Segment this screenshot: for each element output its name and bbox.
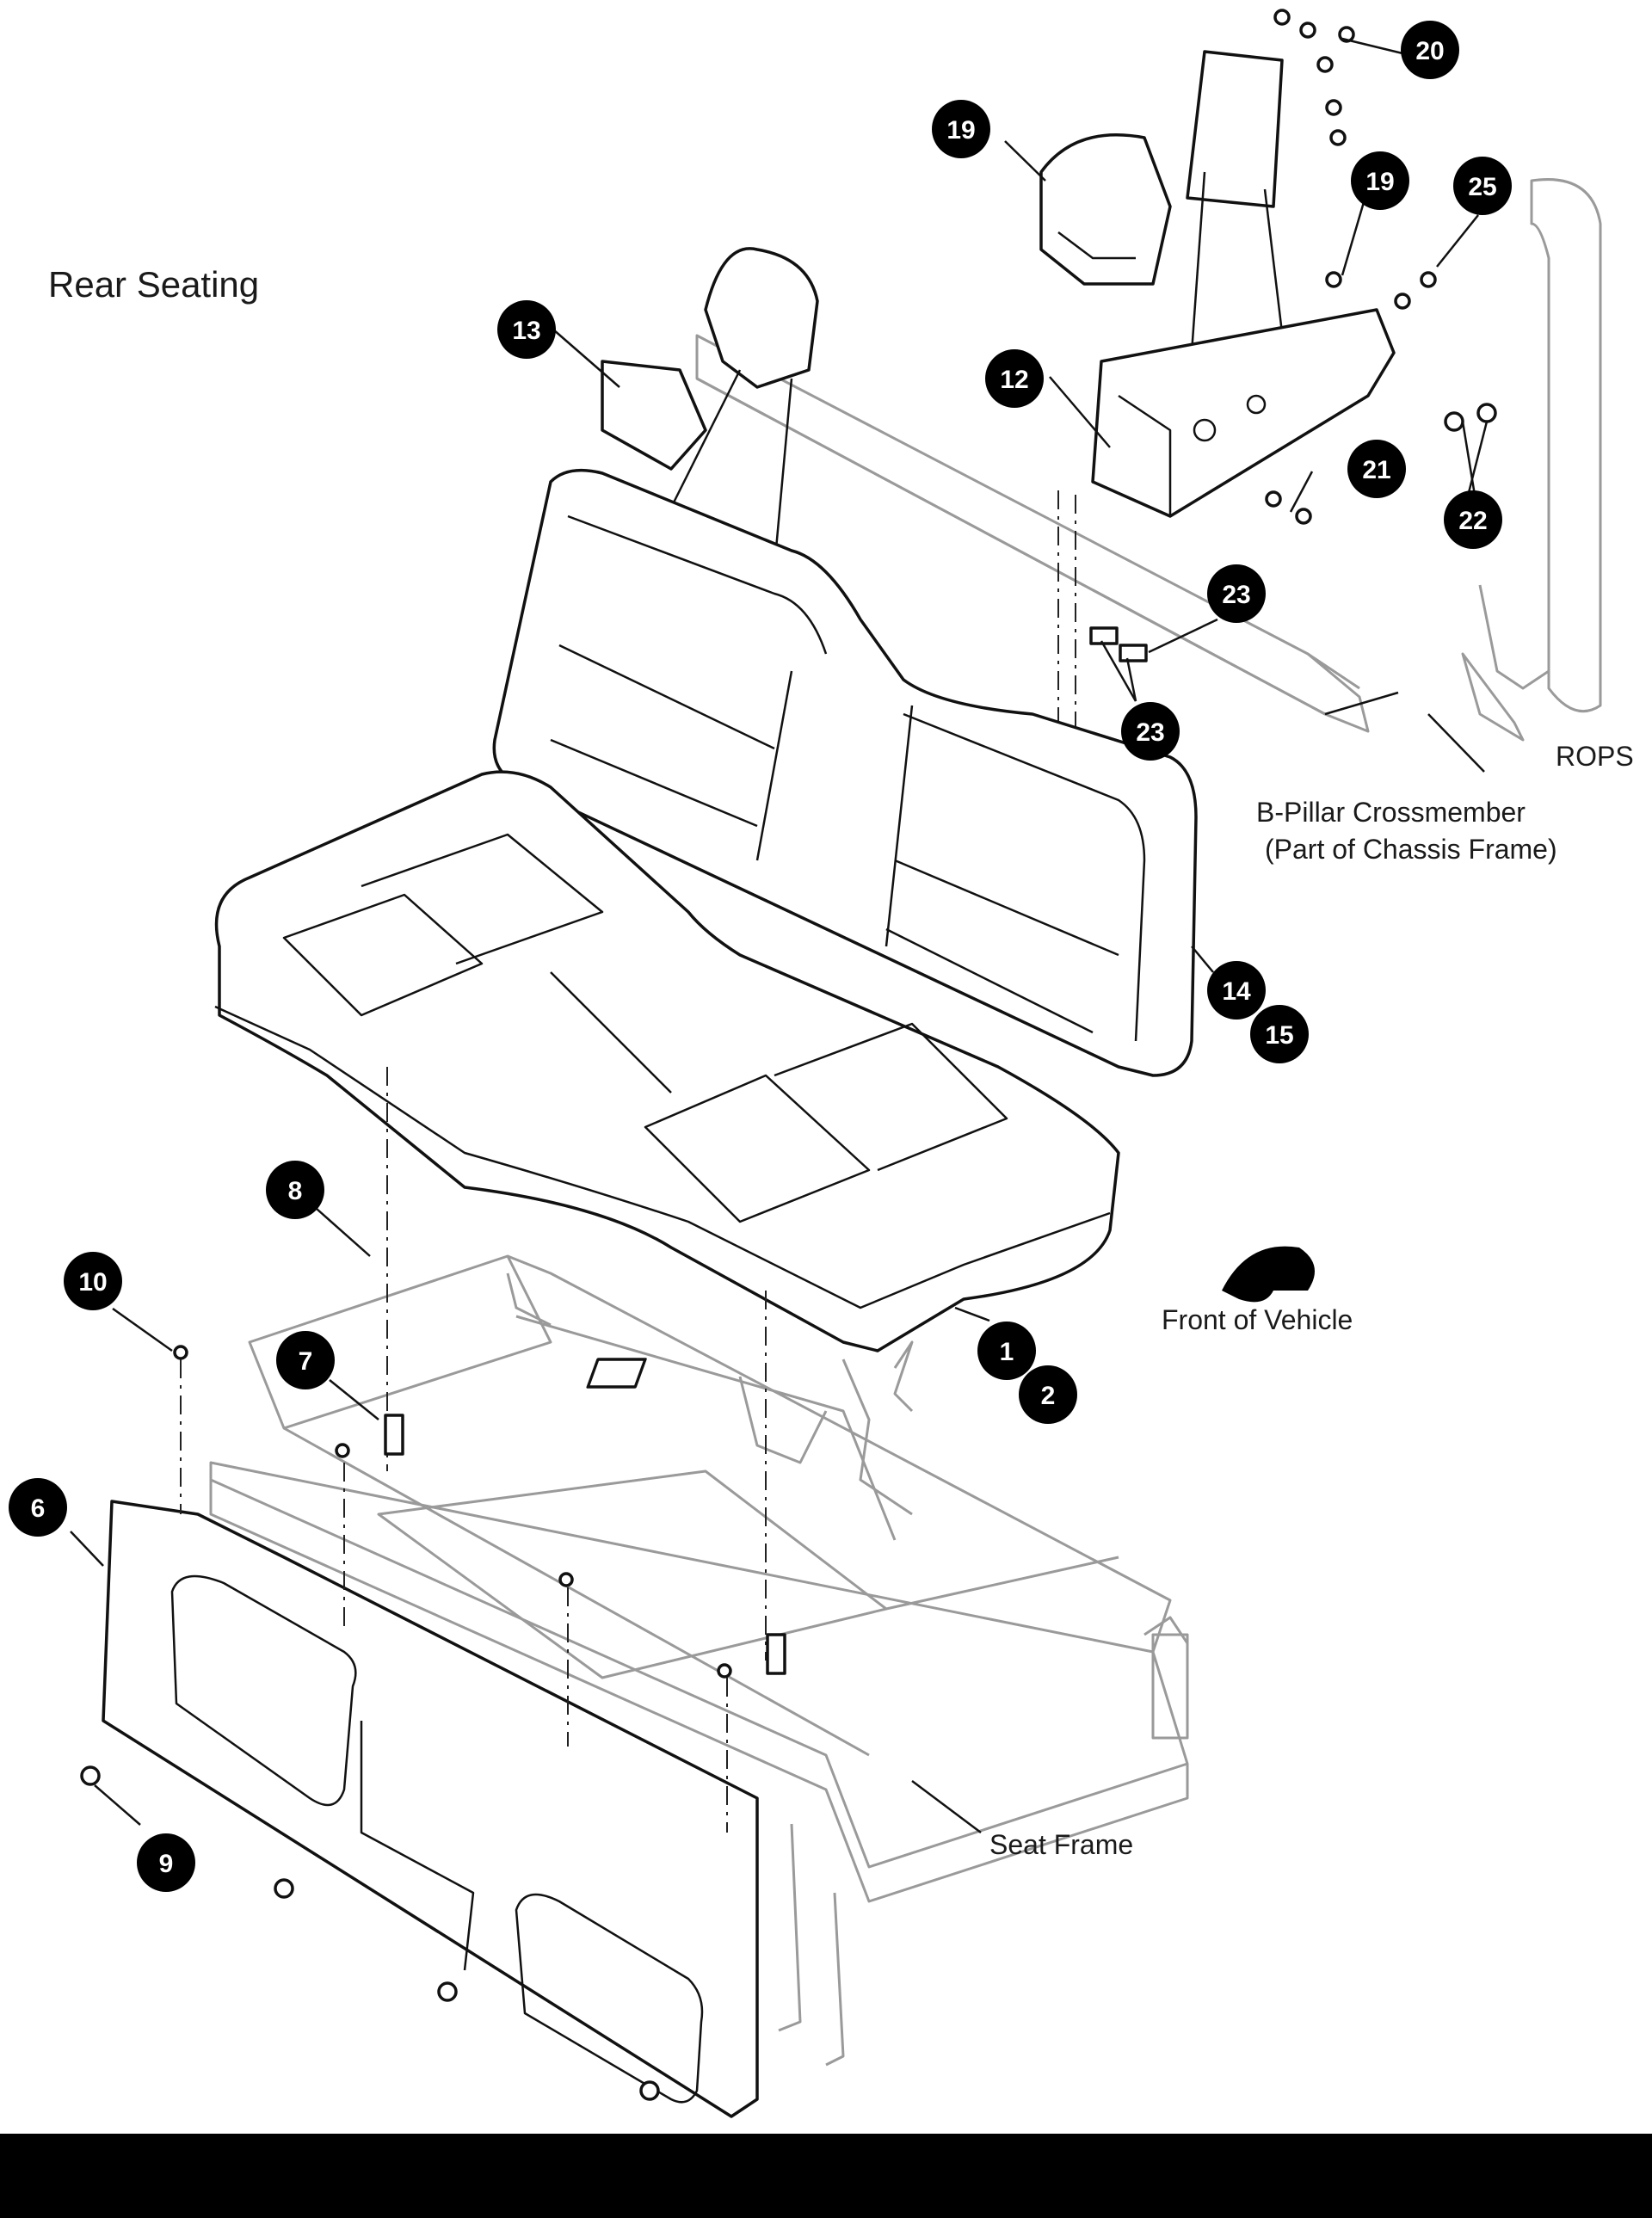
svg-text:2: 2 [1041, 1382, 1056, 1410]
bottom-black-band [0, 2134, 1652, 2218]
seat-cushion [214, 770, 1120, 1352]
parts-diagram: Rear Seating ROPS B-Pillar Crossmember (… [9, 9, 1634, 2118]
svg-text:7: 7 [299, 1347, 313, 1376]
svg-text:19: 19 [946, 116, 975, 145]
svg-text:6: 6 [31, 1494, 46, 1523]
callout-9: 9 [137, 1833, 195, 1892]
label-seat-frame: Seat Frame [989, 1829, 1133, 1860]
callout-10: 10 [64, 1252, 122, 1310]
close-out-panel [80, 1500, 759, 2118]
callout-21: 19 [1351, 151, 1409, 210]
svg-text:8: 8 [288, 1177, 303, 1205]
svg-text:25: 25 [1468, 173, 1496, 201]
label-crossmember-line1: B-Pillar Crossmember [1256, 797, 1526, 828]
callout-6: 6 [9, 1478, 67, 1537]
svg-text:9: 9 [159, 1850, 174, 1878]
svg-text:10: 10 [78, 1268, 107, 1297]
headrest [1039, 133, 1172, 286]
svg-text:22: 22 [1458, 507, 1487, 535]
callout-13: 13 [497, 300, 556, 359]
callout-2: 2 [1019, 1365, 1077, 1424]
callout-23-top: 22 [1444, 490, 1502, 549]
seat-frame [209, 1254, 1189, 2067]
svg-text:14: 14 [1222, 977, 1251, 1006]
callout-23-bottom: 23 [1121, 702, 1180, 761]
callout-24: 23 [1207, 564, 1266, 623]
label-crossmember-line2: (Part of Chassis Frame) [1265, 834, 1557, 865]
callout-15: 15 [1250, 1005, 1309, 1063]
svg-text:23: 23 [1222, 581, 1250, 609]
label-rops: ROPS [1556, 741, 1634, 772]
pad-right [586, 1358, 647, 1389]
front-direction-arrow [1222, 1246, 1315, 1303]
push-pins [173, 1345, 786, 1679]
callout-25: 25 [1453, 157, 1512, 215]
svg-text:12: 12 [1000, 366, 1028, 394]
svg-text:13: 13 [512, 317, 540, 345]
callout-20: 20 [1401, 21, 1459, 79]
svg-text:1: 1 [1000, 1338, 1014, 1366]
callout-14: 14 [1207, 961, 1266, 1020]
b-pillar-crossmember [695, 334, 1370, 757]
front-headrest [704, 247, 819, 389]
callout-19: 19 [932, 100, 990, 158]
leader-lines [70, 37, 1489, 1833]
seat-back-bracket [601, 360, 707, 471]
svg-text:23: 23 [1136, 718, 1164, 747]
svg-text:21: 21 [1362, 456, 1390, 484]
svg-text:15: 15 [1265, 1021, 1293, 1050]
callout-22: 21 [1347, 440, 1406, 498]
headrest-frame [1091, 50, 1396, 518]
rops-tube [1461, 178, 1602, 742]
callout-8: 8 [266, 1161, 324, 1219]
label-front-of-vehicle: Front of Vehicle [1162, 1304, 1353, 1335]
callout-1: 1 [977, 1322, 1036, 1380]
svg-text:19: 19 [1365, 168, 1394, 196]
svg-text:20: 20 [1415, 37, 1444, 65]
diagram-title: Rear Seating [48, 264, 259, 305]
callout-7: 7 [276, 1331, 335, 1389]
seat-back [492, 468, 1198, 1077]
callout-12: 12 [985, 349, 1044, 408]
